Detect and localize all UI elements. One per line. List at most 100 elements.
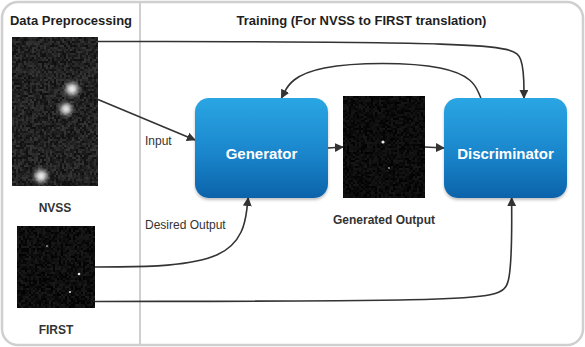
image-noise <box>70 127 72 129</box>
image-noise <box>36 43 38 45</box>
image-noise <box>14 37 16 39</box>
image-noise <box>48 47 50 49</box>
image-noise <box>88 43 90 45</box>
image-noise <box>96 87 98 89</box>
image-noise <box>28 93 30 95</box>
image-noise <box>84 119 86 121</box>
image-noise <box>94 95 96 97</box>
image-noise <box>80 119 82 121</box>
image-noise <box>18 127 20 129</box>
image-noise <box>86 67 88 69</box>
image-noise <box>80 121 82 123</box>
image-noise <box>62 79 64 81</box>
image-noise <box>68 43 70 45</box>
image-noise <box>90 63 92 65</box>
image-noise <box>84 51 86 53</box>
image-noise <box>68 63 70 65</box>
image-noise <box>12 117 14 119</box>
image-noise <box>66 93 68 95</box>
image-noise <box>48 95 50 97</box>
image-noise <box>50 59 52 61</box>
image-noise <box>34 101 36 103</box>
image-noise <box>58 97 60 99</box>
image-noise <box>84 71 86 73</box>
image-noise <box>92 37 94 39</box>
image-noise <box>94 125 96 127</box>
image-noise <box>96 49 98 51</box>
image-noise <box>30 97 32 99</box>
image-noise <box>90 87 92 89</box>
image-noise <box>94 41 96 43</box>
image-noise <box>88 109 90 111</box>
image-noise <box>30 43 32 45</box>
image-noise <box>78 107 80 109</box>
image-noise <box>36 123 38 125</box>
arrow-connector <box>95 198 248 267</box>
image-noise <box>18 89 20 91</box>
image-noise <box>20 123 22 125</box>
image-noise <box>94 61 96 63</box>
image-noise <box>84 65 86 67</box>
image-noise <box>96 95 98 97</box>
image-noise <box>34 61 36 63</box>
image-noise <box>70 79 72 81</box>
image-noise <box>30 85 32 87</box>
image-noise <box>82 123 84 125</box>
image-noise <box>74 113 76 115</box>
image-noise <box>26 95 28 97</box>
image-noise <box>14 41 16 43</box>
image-noise <box>44 109 46 111</box>
image-noise <box>28 85 30 87</box>
image-noise <box>66 49 68 51</box>
image-noise <box>86 127 88 129</box>
image-noise <box>88 85 90 87</box>
image-noise <box>48 115 50 117</box>
image-noise <box>58 73 60 75</box>
image-noise <box>32 89 34 91</box>
image-noise <box>90 65 92 67</box>
image-noise <box>60 47 62 49</box>
image-noise <box>88 51 90 53</box>
image-noise <box>78 51 80 53</box>
image-noise <box>36 115 38 117</box>
image-noise <box>92 127 94 129</box>
image-noise <box>32 67 34 69</box>
image-noise <box>84 105 86 107</box>
image-noise <box>52 47 54 49</box>
image-noise <box>80 89 82 91</box>
image-noise <box>42 101 44 103</box>
image-noise <box>22 71 24 73</box>
image-noise <box>40 51 42 53</box>
image-noise <box>90 49 92 51</box>
image-noise <box>12 129 14 131</box>
image-noise <box>36 37 38 39</box>
image-noise <box>96 91 98 93</box>
image-noise <box>18 43 20 45</box>
image-noise <box>36 73 38 75</box>
image-noise <box>42 55 44 57</box>
image-noise <box>54 53 56 55</box>
image-noise <box>58 79 60 81</box>
image-noise <box>76 127 78 129</box>
image-noise <box>74 111 76 113</box>
image-noise <box>24 75 26 77</box>
image-noise <box>62 69 64 71</box>
image-noise <box>30 115 32 117</box>
image-noise <box>52 127 54 129</box>
image-noise <box>18 117 20 119</box>
image-noise <box>18 79 20 81</box>
image-noise <box>26 121 28 123</box>
image-noise <box>56 89 58 91</box>
image-noise <box>44 105 46 107</box>
image-noise <box>54 77 56 79</box>
image-noise <box>12 127 14 129</box>
image-noise <box>76 103 78 105</box>
image-noise <box>18 123 20 125</box>
image-noise <box>20 103 22 105</box>
image-noise <box>76 93 78 95</box>
image-noise <box>52 99 54 101</box>
image-noise <box>52 55 54 57</box>
image-noise <box>64 49 66 51</box>
image-noise <box>40 59 42 61</box>
image-noise <box>16 125 18 127</box>
